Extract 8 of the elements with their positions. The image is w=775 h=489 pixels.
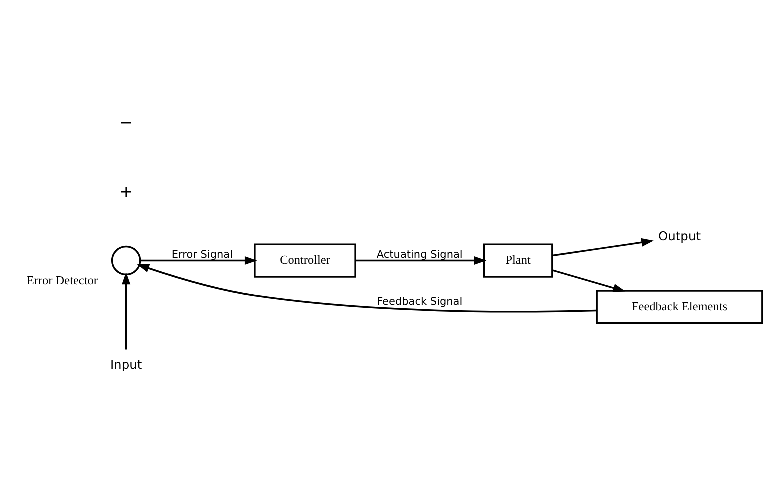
edge-label: Actuating Signal <box>376 248 463 260</box>
node-label: Error Detector <box>26 273 98 288</box>
node-text: Output <box>658 228 702 243</box>
edge-label: Error Signal <box>172 248 234 260</box>
edge-label: Feedback Signal <box>377 296 463 308</box>
node-text: Input <box>110 357 142 372</box>
label: + <box>120 182 133 201</box>
label: − <box>120 112 133 132</box>
